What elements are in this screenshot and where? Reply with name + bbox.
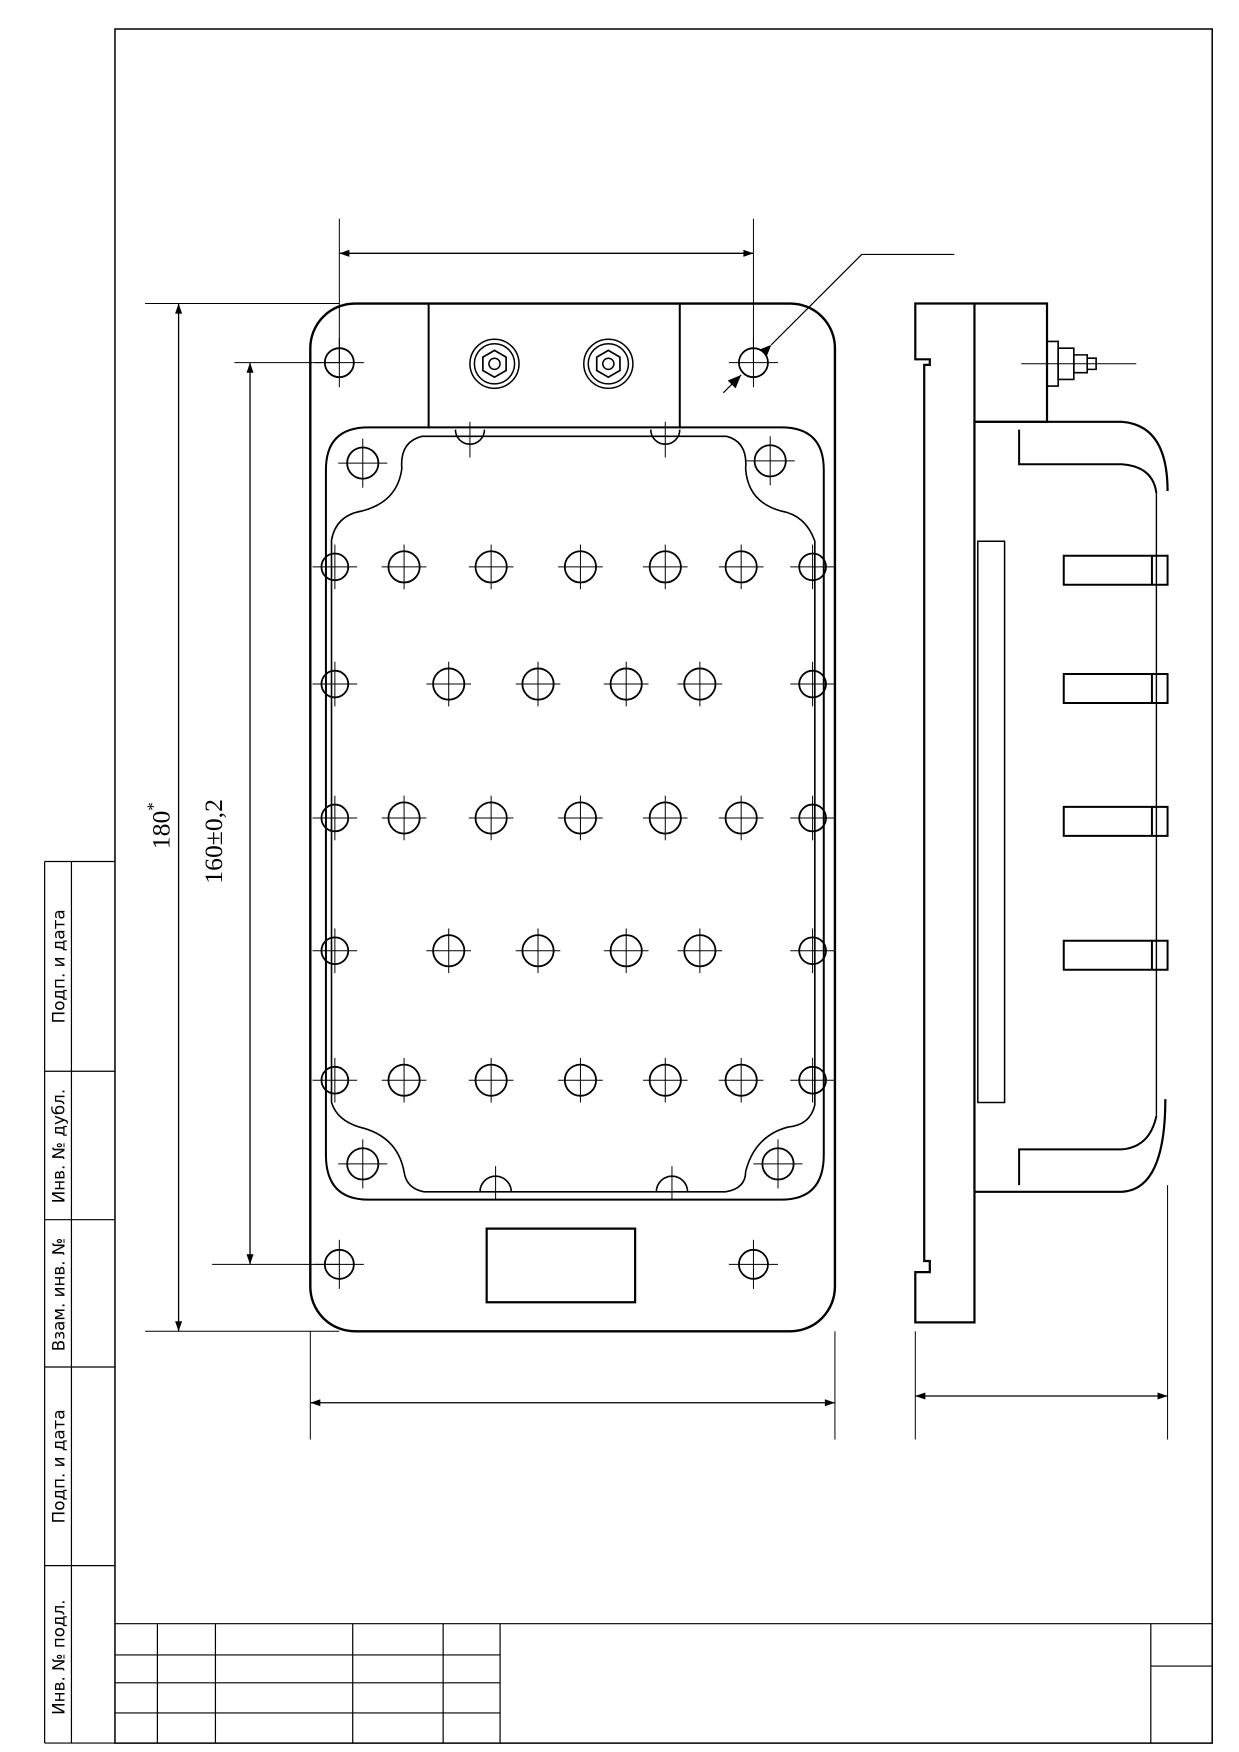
side-stamp-labels: Инв. № подл. Подп. и дата Взам. инв. № И… bbox=[49, 909, 69, 1714]
contact-hole bbox=[382, 796, 427, 841]
contact-hole bbox=[469, 796, 514, 841]
edge-hole bbox=[790, 1058, 835, 1103]
side-body-inner bbox=[1019, 430, 1156, 1185]
side-view bbox=[915, 304, 1167, 1440]
contact-hole bbox=[678, 928, 723, 973]
label-window bbox=[487, 1229, 635, 1303]
front-holes bbox=[313, 338, 835, 1289]
overall-height-label: 180* bbox=[144, 802, 176, 849]
side-stamp-label: Подп. и дата bbox=[49, 909, 69, 1023]
edge-hole bbox=[790, 796, 835, 841]
contact-hole bbox=[719, 796, 764, 841]
contact-hole bbox=[516, 928, 561, 973]
edge-hole bbox=[313, 1058, 358, 1103]
cover-screw-hole bbox=[338, 439, 387, 488]
contact-hole bbox=[643, 1058, 688, 1103]
contact-hole bbox=[678, 662, 723, 707]
contact-hole bbox=[426, 662, 471, 707]
edge-hole bbox=[790, 662, 835, 707]
inner-panel bbox=[332, 436, 815, 1191]
front-view bbox=[310, 304, 835, 1332]
contact-hole bbox=[516, 662, 561, 707]
front-plate-outline bbox=[310, 304, 835, 1332]
cover-screw-hole bbox=[753, 1139, 802, 1188]
contact-hole bbox=[719, 545, 764, 590]
edge-hole bbox=[313, 662, 358, 707]
contact-hole bbox=[382, 545, 427, 590]
screw-icon bbox=[1021, 341, 1136, 386]
side-stamp-label: Подп. и дата bbox=[49, 1409, 69, 1523]
drawing-frame bbox=[115, 29, 1212, 1743]
mounting-hole bbox=[729, 1240, 778, 1289]
contact-hole bbox=[469, 545, 514, 590]
edge-hole bbox=[313, 796, 358, 841]
contact-hole bbox=[558, 796, 603, 841]
contact-hole bbox=[382, 1058, 427, 1103]
cover-screw-hole bbox=[338, 1139, 387, 1188]
inner-cover-outline bbox=[326, 427, 824, 1199]
contact-hole bbox=[643, 796, 688, 841]
contact-hole bbox=[469, 1058, 514, 1103]
side-inner-panel bbox=[978, 541, 1005, 1102]
top-boss bbox=[429, 304, 680, 429]
side-body bbox=[974, 422, 1167, 1192]
side-stamp-label: Инв. № дубл. bbox=[49, 1089, 69, 1203]
hex-nut-icon bbox=[584, 339, 633, 388]
side-stamp-label: Взам. инв. № bbox=[49, 1238, 69, 1352]
contact-hole bbox=[426, 928, 471, 973]
contact-hole bbox=[558, 1058, 603, 1103]
edge-hole bbox=[790, 545, 835, 590]
edge-hole bbox=[313, 545, 358, 590]
contact-hole bbox=[604, 662, 649, 707]
dimension-labels: 180* 160±0,2 bbox=[144, 799, 229, 884]
hole-spacing-label: 160±0,2 bbox=[199, 799, 228, 884]
contact-hole bbox=[719, 1058, 764, 1103]
side-flange bbox=[915, 304, 1047, 1323]
contact-hole bbox=[558, 545, 603, 590]
edge-hole bbox=[313, 928, 358, 973]
front-dimensions bbox=[145, 219, 954, 1440]
hex-nut-icon bbox=[470, 339, 519, 388]
edge-hole bbox=[790, 928, 835, 973]
cover-screw-hole bbox=[746, 436, 795, 485]
side-stamp-label: Инв. № подл. bbox=[49, 1599, 69, 1714]
title-block bbox=[115, 1624, 1212, 1743]
side-stamp bbox=[45, 861, 115, 1743]
side-pins bbox=[1064, 556, 1168, 970]
contact-hole bbox=[643, 545, 688, 590]
contact-hole bbox=[604, 928, 649, 973]
